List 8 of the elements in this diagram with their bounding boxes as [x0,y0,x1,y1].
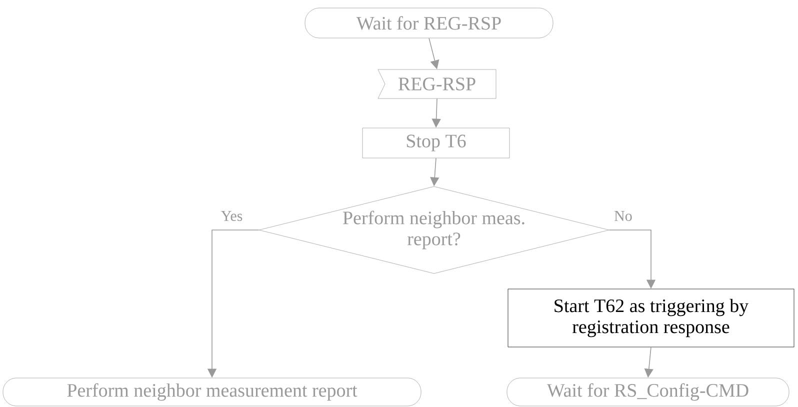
edge-label: No [613,210,634,222]
terminal-box: Wait for RS_Config-CMD [506,378,790,406]
process-box: Start T62 as triggering by registration response [508,288,794,348]
terminal-box: Wait for REG-RSP [304,8,554,38]
process-box: Stop T6 [362,128,510,158]
terminal-box: Perform neighbor measurement report [2,378,422,406]
receive-signal-box: REG-RSP [378,69,496,99]
edge-label: Yes [220,210,244,222]
